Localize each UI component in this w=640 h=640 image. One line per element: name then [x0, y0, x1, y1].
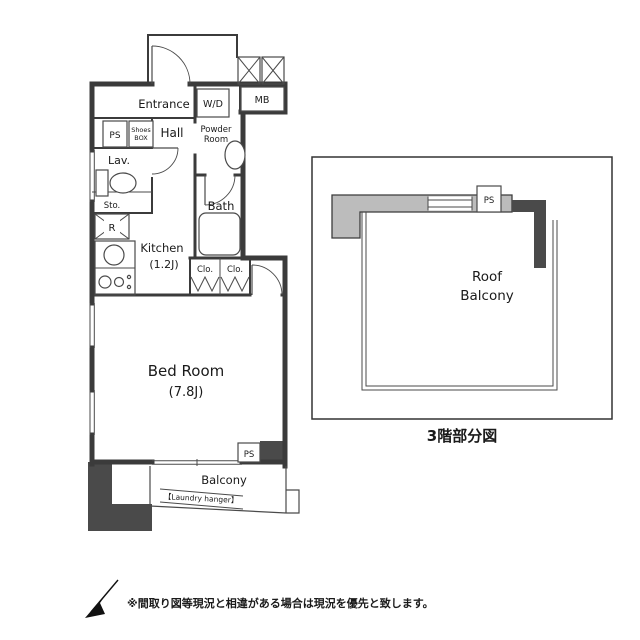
north-arrow-icon [85, 579, 119, 618]
label-bedroom: Bed Room [148, 362, 225, 380]
disclaimer-text: ※間取り図等現況と相違がある場合は現況を優先と致します。 [127, 596, 434, 610]
basin-fixture [224, 140, 246, 170]
inset-wall-hook [512, 200, 546, 268]
inset-border [311, 156, 613, 420]
inset-plan: PS Roof Balcony 3階部分図 [311, 156, 613, 445]
entrance-door-arc [151, 45, 191, 85]
label-closet-2: Clo. [227, 265, 243, 275]
label-powder-1: Powder [200, 125, 232, 135]
label-sto: Sto. [104, 201, 120, 211]
balcony-outline [149, 466, 300, 514]
label-roof-balcony-1: Roof [472, 269, 503, 285]
kitchen-counter-fixture [94, 240, 136, 296]
label-powder-2: Room [204, 135, 228, 145]
meter-box [240, 86, 285, 112]
label-lav: Lav. [108, 154, 130, 167]
inset-caption: 3階部分図 [427, 427, 497, 445]
label-inset-ps: PS [484, 196, 495, 206]
label-roof-balcony-2: Balcony [460, 288, 514, 304]
window-symbols [89, 150, 242, 466]
label-shoes-2: BOX [134, 134, 148, 142]
label-wd: W/D [203, 99, 223, 110]
label-hall: Hall [160, 126, 183, 140]
meter-box-doors [237, 56, 285, 85]
inset-wall-window [427, 196, 473, 211]
label-balcony: Balcony [201, 473, 247, 487]
pipe-space-bottom-box [237, 442, 261, 463]
footer: ※間取り図等現況と相違がある場合は現況を優先と致します。 [85, 579, 434, 618]
bedroom-door-arc [251, 264, 283, 296]
washer-dryer-box [196, 88, 230, 118]
bathtub-fixture [198, 212, 241, 256]
shoes-box [128, 120, 154, 148]
toilet-fixture [95, 169, 137, 197]
inset-pipe-space-box [476, 185, 502, 213]
roof-balcony-railing [361, 212, 558, 391]
label-entrance: Entrance [138, 97, 190, 111]
label-kitchen: Kitchen [140, 241, 183, 255]
wall-block-right [260, 441, 285, 464]
refrigerator-space [94, 213, 130, 240]
label-kitchen-size: (1.2J) [149, 258, 178, 271]
bath-door-arc [204, 174, 236, 206]
label-bath: Bath [208, 199, 235, 213]
label-ps-bottom: PS [244, 450, 255, 460]
label-ps-top: PS [109, 131, 120, 141]
pipe-space-top-box [102, 120, 128, 148]
closet-folding-doors [190, 275, 250, 293]
label-laundry-hanger: 【Laundry hanger】 [164, 492, 239, 505]
label-mb: MB [255, 95, 270, 106]
main-unit-plan: Entrance W/D MB PS Shoes BOX Hall Powder… [88, 34, 300, 531]
label-shoes-1: Shoes [131, 126, 151, 134]
label-bedroom-size: (7.8J) [169, 385, 204, 400]
label-fridge: R [109, 223, 116, 234]
lavatory-door-arc [151, 147, 179, 175]
label-closet-1: Clo. [197, 265, 213, 275]
wall-corner-block [88, 462, 152, 531]
